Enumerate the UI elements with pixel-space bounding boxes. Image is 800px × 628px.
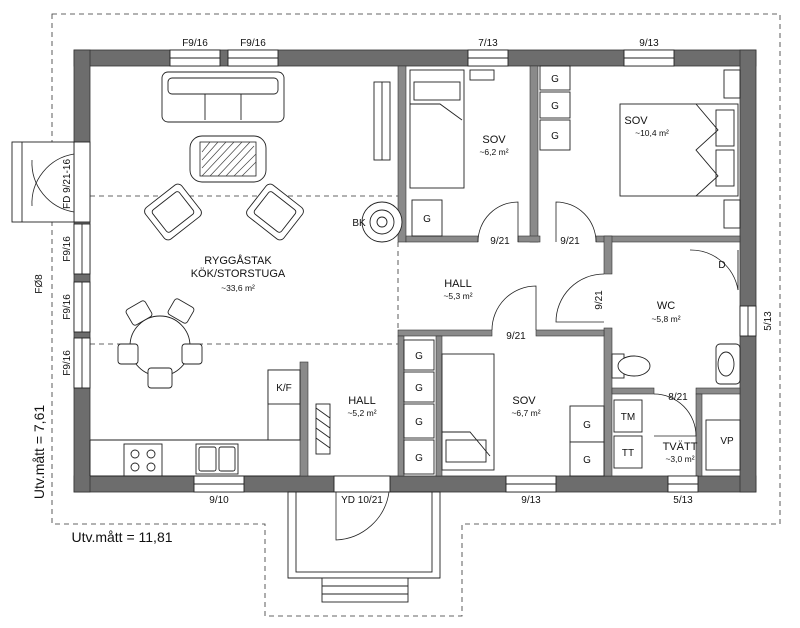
window-label-top-3: 7/13 xyxy=(478,38,498,49)
window-label-left-3: F9/16 xyxy=(62,294,73,320)
dimension-width: Utv.mått = 11,81 xyxy=(71,529,172,545)
coffee-table xyxy=(189,135,267,183)
wardrobe-label-bottom-1: G xyxy=(583,420,591,431)
window-label-bottom-3: 5/13 xyxy=(673,495,693,506)
french-door xyxy=(11,141,75,223)
armchair-left xyxy=(144,183,202,241)
window-label-bottom-2: 9/13 xyxy=(521,495,541,506)
window-label-bottom-door: YD 10/21 xyxy=(341,495,383,506)
window-label-left-4: F9/16 xyxy=(62,350,73,376)
living-name-1: RYGGÅSTAK xyxy=(204,254,272,267)
window-label-top-4: 9/13 xyxy=(639,38,659,49)
wc-fixtures xyxy=(611,249,741,385)
hall-right-name: HALL xyxy=(444,278,472,290)
window-label-left-total: FØ8 xyxy=(34,274,45,294)
door-label-5: 8/21 xyxy=(668,392,688,403)
bed-small xyxy=(409,69,465,189)
tt-label: TT xyxy=(622,448,634,459)
sov-small-area: ~6,2 m² xyxy=(479,147,508,157)
kitchen-counter xyxy=(89,369,301,477)
entrance-porch xyxy=(287,491,441,603)
sov-small-name: SOV xyxy=(482,134,506,146)
hall-right-area: ~5,3 m² xyxy=(443,291,472,301)
living-area: ~33,6 m² xyxy=(221,283,255,293)
door-label-1: 9/21 xyxy=(490,236,510,247)
sov-large-name: SOV xyxy=(624,115,648,127)
door-label-3: 9/21 xyxy=(594,290,605,310)
boiler-label: BK xyxy=(352,218,366,229)
wardrobe-label-large-2: G xyxy=(551,101,559,112)
wardrobe xyxy=(411,199,443,237)
wardrobe-label-hall-1: G xyxy=(415,351,423,362)
hall-left-area: ~5,2 m² xyxy=(347,408,376,418)
wardrobe-label-large-3: G xyxy=(551,131,559,142)
closet-d-label: D xyxy=(718,260,725,271)
window-label-top-1: F9/16 xyxy=(182,38,208,49)
sov-bottom-area: ~6,7 m² xyxy=(511,408,540,418)
wardrobe-label-hall-4: G xyxy=(415,453,423,464)
double-bed xyxy=(619,103,739,197)
wardrobe-label-bottom-2: G xyxy=(583,455,591,466)
interior-walls xyxy=(299,65,741,477)
living-name-2: KÖK/STORSTUGA xyxy=(191,268,286,280)
bed-bottom xyxy=(441,353,495,471)
armchair-right xyxy=(246,183,304,241)
vp-label: VP xyxy=(720,436,734,447)
wardrobes-large xyxy=(539,65,571,151)
window-label-top-2: F9/16 xyxy=(240,38,266,49)
coat-rack xyxy=(315,403,331,455)
wardrobes-hall xyxy=(403,339,435,475)
wardrobe-label-hall-2: G xyxy=(415,383,423,394)
doors xyxy=(477,201,697,437)
laundry-fixtures xyxy=(613,399,741,471)
tv-unit xyxy=(373,81,391,161)
tvatt-area: ~3,0 m² xyxy=(665,454,694,464)
sov-bottom-name: SOV xyxy=(512,395,536,407)
wc-area: ~5,8 m² xyxy=(651,314,680,324)
boiler xyxy=(361,201,403,243)
windows xyxy=(73,49,757,493)
window-label-bottom-1: 9/10 xyxy=(209,495,229,506)
hall-left-name: HALL xyxy=(348,395,376,407)
sofa xyxy=(161,71,285,123)
door-label-4: 9/21 xyxy=(506,331,526,342)
dining-table xyxy=(117,298,203,389)
window-label-left-2: F9/16 xyxy=(62,236,73,262)
wardrobes-bottom xyxy=(569,405,605,477)
window-label-left-fd: FD 9/21-16 xyxy=(62,159,73,209)
wc-name: WC xyxy=(657,300,675,312)
window-left-fd xyxy=(73,141,91,223)
entrance-door-gap xyxy=(333,475,391,493)
door-label-2: 9/21 xyxy=(560,236,580,247)
wardrobe-label-sov-small: G xyxy=(423,214,431,225)
outer-dimension-outline xyxy=(51,13,781,617)
wardrobe-label-large-1: G xyxy=(551,74,559,85)
window-label-right-1: 5/13 xyxy=(763,311,774,331)
sov-large-area: ~10,4 m² xyxy=(635,128,669,138)
tm-label: TM xyxy=(621,412,635,423)
fridge-label: K/F xyxy=(276,383,292,394)
tvatt-name: TVÄTT xyxy=(663,441,698,453)
dimension-height: Utv.mått = 7,61 xyxy=(31,405,47,499)
wardrobe-label-hall-3: G xyxy=(415,417,423,428)
